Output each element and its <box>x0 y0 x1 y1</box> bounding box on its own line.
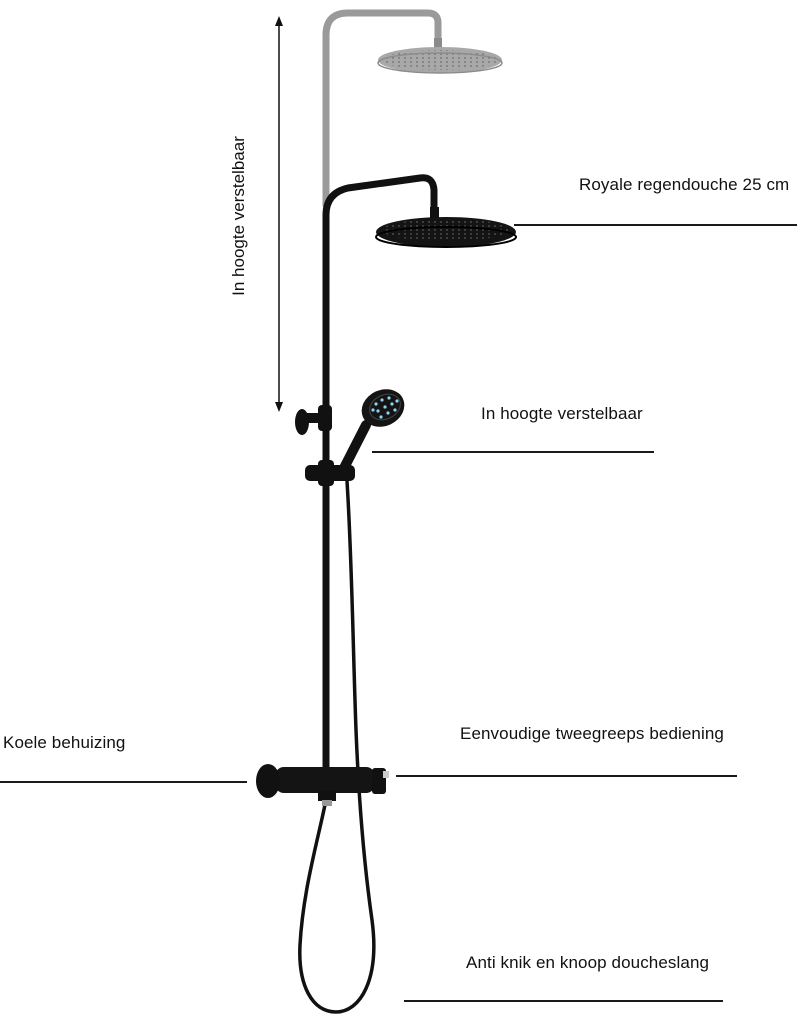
cool-body-leader-line <box>0 781 247 783</box>
hand-shower-leader-line <box>372 451 654 453</box>
hand-shower <box>305 389 405 486</box>
thermostatic-mixer <box>256 764 389 806</box>
label-height-adjustable-riser: In hoogte verstelbaar <box>229 136 248 296</box>
label-rain-shower: Royale regendouche 25 cm <box>579 175 790 194</box>
shower-hose <box>298 480 376 1014</box>
shower-riser <box>322 174 439 774</box>
label-hand-shower-adjustable: In hoogte verstelbaar <box>481 404 643 423</box>
raised-shower-position <box>322 9 503 209</box>
hose-leader-line <box>404 1000 723 1002</box>
label-anti-kink-hose: Anti knik en knoop doucheslang <box>466 953 710 972</box>
wall-bracket <box>295 405 332 435</box>
label-cool-body: Koele behuizing <box>3 733 126 752</box>
two-handle-leader-line <box>396 775 737 777</box>
label-two-handle-control: Eenvoudige tweegreeps bediening <box>460 724 724 743</box>
rain-shower-leader-line <box>514 224 797 226</box>
height-dimension-arrow <box>275 16 283 412</box>
rain-shower-head <box>375 217 517 248</box>
